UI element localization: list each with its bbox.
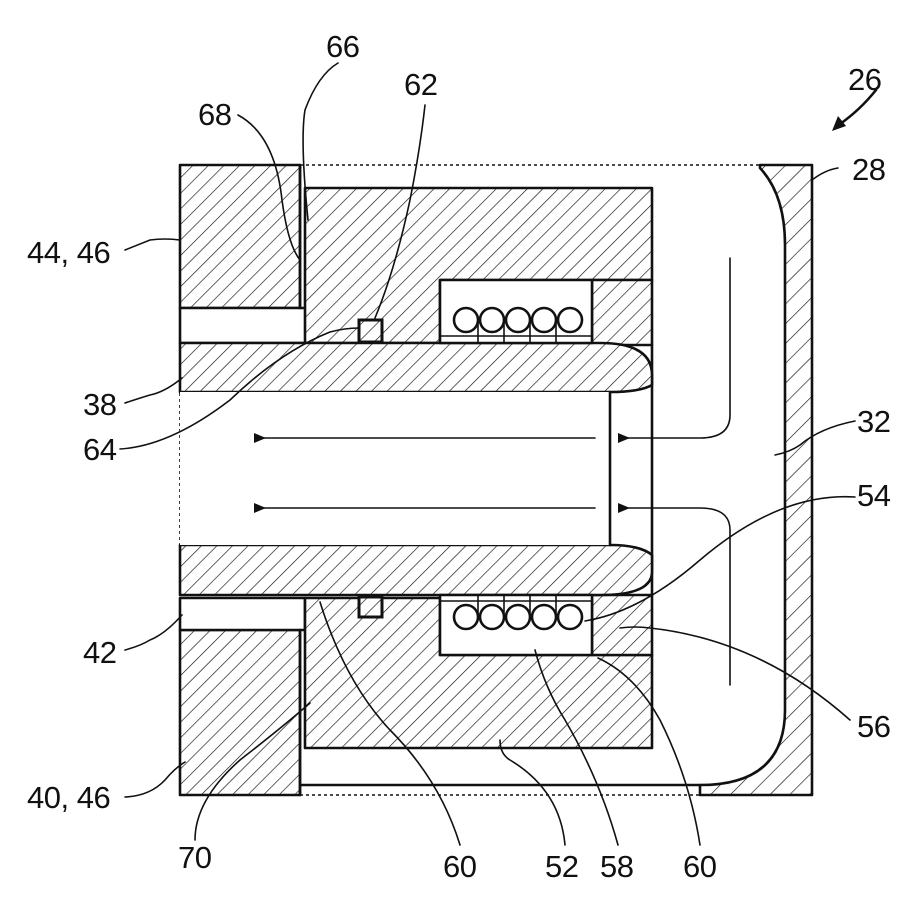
channel-top [180, 308, 310, 343]
label-38: 38 [83, 387, 116, 422]
label-54: 54 [857, 478, 891, 513]
label-66: 66 [326, 29, 359, 64]
spring-chamber-top [440, 280, 592, 343]
label-64: 64 [83, 432, 117, 467]
label-40-46: 40, 46 [27, 780, 110, 815]
label-32: 32 [857, 404, 890, 439]
seal-62 [359, 320, 382, 342]
label-58: 58 [600, 849, 633, 884]
label-60-left: 60 [443, 849, 477, 884]
label-62: 62 [404, 67, 437, 102]
block-44-46 [180, 165, 300, 308]
label-60-right: 60 [683, 849, 717, 884]
label-56: 56 [857, 709, 890, 744]
channel-42 [180, 598, 305, 630]
seal-bottom [359, 597, 382, 617]
label-26: 26 [848, 62, 881, 97]
label-44-46: 44, 46 [27, 235, 110, 270]
label-68: 68 [198, 97, 231, 132]
block-40-46 [180, 630, 300, 795]
inner-bore [180, 392, 610, 545]
label-28: 28 [852, 152, 885, 187]
label-42: 42 [83, 635, 116, 670]
label-70: 70 [178, 840, 212, 875]
label-52: 52 [545, 849, 578, 884]
